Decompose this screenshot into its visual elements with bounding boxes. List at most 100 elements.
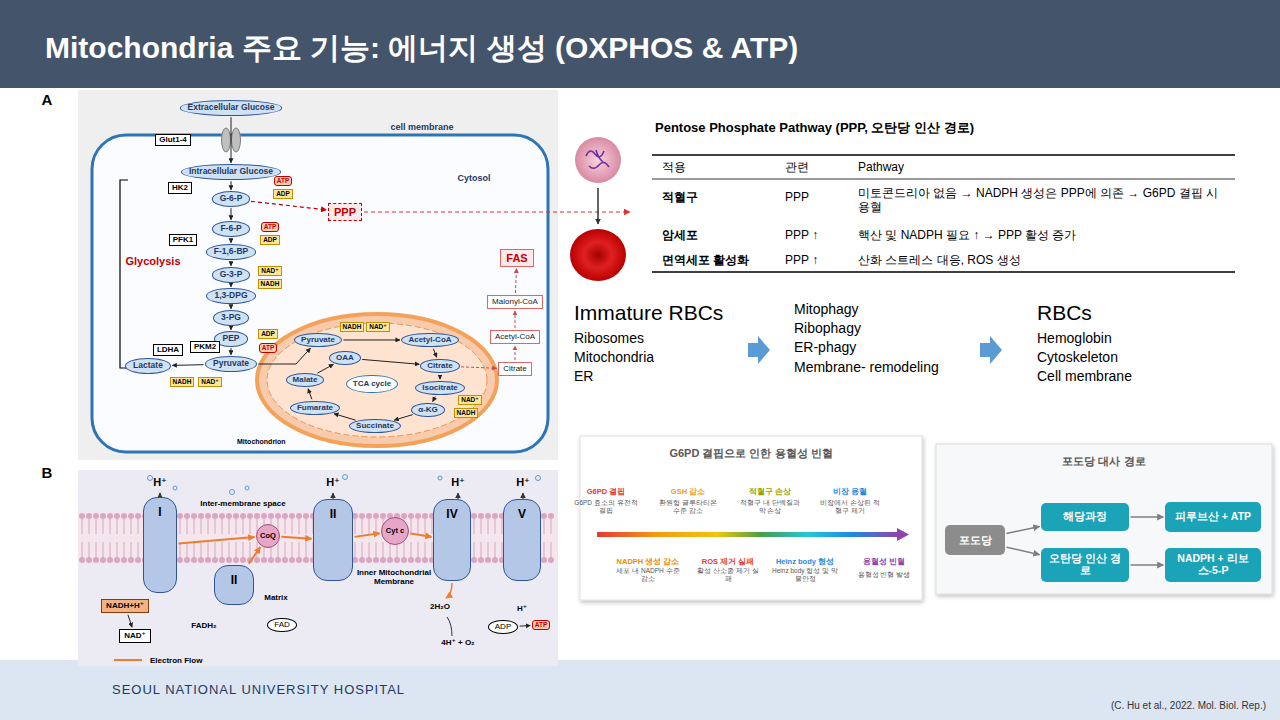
- node-text: G6PD 결핍으로 인한 용혈성 빈혈: [669, 447, 832, 459]
- lipid-tail: [362, 519, 363, 534]
- lipid-tail: [488, 519, 489, 534]
- lipid-tail: [285, 542, 286, 557]
- lipid-tail: [488, 542, 489, 557]
- lipid-head: [114, 557, 120, 563]
- label-l14: Mitochondria: [574, 349, 654, 366]
- node-text: Cyt c: [386, 527, 404, 535]
- connector: [230, 305, 231, 309]
- lipid-head: [86, 557, 92, 563]
- pathway-box: PPP: [328, 203, 362, 221]
- connector: [514, 311, 515, 328]
- enzyme-box: Glut1-4: [155, 134, 191, 147]
- label-s9: cell membrane: [390, 122, 453, 133]
- cofactor-tag: NAD⁺: [458, 395, 482, 404]
- lipid-head: [296, 513, 302, 519]
- lipid-head: [478, 513, 484, 519]
- flow-box: NADPH + 리보스-5-P: [1165, 548, 1261, 582]
- connector: [1131, 516, 1164, 518]
- lipid-head: [226, 557, 232, 563]
- connector: [439, 375, 440, 379]
- node-text: 포도당 대사 경로: [1062, 455, 1145, 467]
- lipid-head: [121, 557, 127, 563]
- label-gh: 적혈구 손상: [734, 487, 806, 496]
- lipid-head: [86, 513, 92, 519]
- lipid-tail: [131, 542, 132, 557]
- label-tdb: 적혈구: [662, 190, 698, 204]
- connector: [230, 348, 231, 355]
- lipid-tail: [418, 542, 419, 557]
- lipid-head: [408, 513, 414, 519]
- node-text: NAD⁺: [201, 378, 219, 385]
- metabolite-ellipse: F-6-P: [212, 221, 249, 236]
- table-rule: [652, 154, 1235, 156]
- lipid-head: [114, 513, 120, 519]
- label-gs: 활성 산소종 제거 실패: [695, 567, 761, 583]
- node-text: Malate: [293, 376, 318, 385]
- cofactor-tag: ADP: [258, 329, 278, 338]
- atp-burst: ATP: [261, 222, 280, 231]
- node-text: 1,3-DPG: [214, 291, 247, 300]
- node-text: 포도당: [959, 534, 992, 546]
- metabolite-ellipse: Acetyl-CoA: [401, 333, 458, 348]
- label-gh: GSH 감소: [652, 487, 724, 496]
- label-td: 핵산 및 NADPH 필요 ↑ → PPP 활성 증가: [858, 228, 1076, 242]
- label-gs: G6PD 효소의 유전적 결핍: [573, 499, 639, 515]
- node-text: NAD⁺: [369, 323, 387, 330]
- node-text: Pyruvate: [301, 336, 335, 345]
- lipid-head: [219, 557, 225, 563]
- lipid-tail: [250, 542, 251, 557]
- metabolite-ellipse: α-KG: [411, 403, 445, 418]
- mature-rbc: [570, 229, 626, 281]
- lipid-head: [198, 557, 204, 563]
- lipid-tail: [243, 519, 244, 534]
- cofactor-box: NADH+H⁺: [101, 599, 149, 614]
- node-text: ADP: [276, 190, 290, 197]
- lipid-head: [366, 557, 372, 563]
- node-text: NAD⁺: [261, 267, 279, 274]
- lipid-tail: [194, 519, 195, 534]
- node-text: PKM2: [194, 343, 216, 352]
- lipid-head: [373, 557, 379, 563]
- lipid-tail: [215, 519, 216, 534]
- node-text: NADH: [343, 323, 362, 330]
- pathway-box: FAS: [500, 249, 533, 267]
- node-text: ATP: [277, 177, 290, 184]
- proton-bubble: [245, 486, 249, 490]
- lipid-head: [184, 557, 190, 563]
- lipid-head: [100, 513, 106, 519]
- ppp-arrow: [364, 211, 630, 212]
- enzyme-box: PKM2: [190, 341, 220, 354]
- lipid-head: [254, 513, 260, 519]
- cofactor-tag: NADH: [340, 322, 365, 331]
- node-text: Intracellular Glucose: [189, 167, 273, 176]
- label-td: PPP ↑: [785, 228, 818, 242]
- label-gh: Heinz body 형성: [769, 557, 841, 566]
- metabolite-ellipse: Lactate: [125, 358, 171, 373]
- lipid-head: [121, 513, 127, 519]
- cofactor-tag: NAD⁺: [258, 266, 282, 275]
- lipid-head: [93, 557, 99, 563]
- table-rule: [652, 179, 1235, 180]
- connector: [249, 547, 261, 564]
- node-text: FAS: [506, 252, 527, 264]
- lipid-head: [471, 557, 477, 563]
- node-text: Pyruvate: [213, 359, 249, 368]
- lipid-tail: [306, 519, 307, 534]
- label-ab: A: [42, 91, 53, 109]
- metabolite-ellipse: Succinate: [349, 419, 401, 434]
- metabolite-box: Malonyl-CoA: [487, 295, 543, 310]
- lipid-head: [135, 513, 141, 519]
- connector: [334, 414, 356, 421]
- lipid-tail: [551, 519, 552, 534]
- connector: [230, 181, 231, 190]
- oxygen-arrow: [447, 617, 452, 636]
- node-text: ADP: [263, 236, 277, 243]
- lipid-tail: [481, 519, 482, 534]
- lipid-head: [492, 557, 498, 563]
- label-ab: B: [42, 464, 53, 482]
- figure-panel: 포도당 대사 경로포도당해당과정오탄당 인산 경로피루브산 + ATPNADPH…: [936, 444, 1272, 594]
- node-text: Citrate: [503, 365, 527, 374]
- connector: [1131, 564, 1164, 566]
- lipid-tail: [369, 519, 370, 534]
